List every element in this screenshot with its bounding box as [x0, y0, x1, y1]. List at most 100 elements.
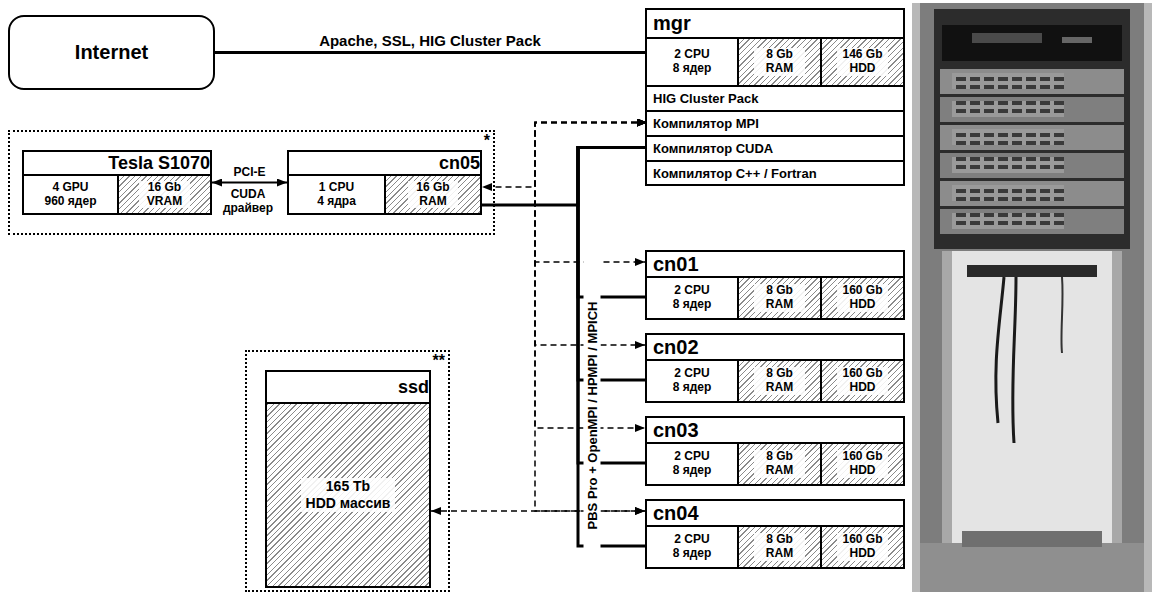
spec-cell: 16 Gb VRAM — [117, 174, 210, 213]
node-title: cn04 — [647, 501, 903, 525]
network-box: Internet — [8, 15, 215, 90]
rack-photo-part — [942, 251, 952, 543]
storage-text: 165 Tb HDD массив — [301, 478, 395, 512]
footnote-mark: * — [10, 132, 493, 149]
spec-text: 160 Gb HDD — [837, 450, 888, 478]
solid-connector — [482, 148, 647, 206]
spec-cell: 160 Gb HDD — [820, 359, 903, 401]
spec-text: 2 CPU 8 ядер — [671, 450, 713, 478]
spec-text: 16 Gb RAM — [408, 181, 459, 209]
dashed-connector — [535, 123, 647, 263]
software-row: Компилятор MPI — [647, 110, 903, 135]
spec-cell: 2 CPU 8 ядер — [647, 359, 737, 401]
bus-label: PBS Pro + OpenMPI / HPMPI / MPICH — [584, 251, 601, 581]
rack-photo-part — [962, 531, 1102, 547]
spec-text: 2 CPU 8 ядер — [671, 284, 713, 312]
rack-photo-part — [1013, 277, 1016, 443]
rack-photo-part — [972, 33, 1042, 43]
rack-photo-part — [952, 129, 1064, 145]
rack-photo-part — [1112, 251, 1122, 543]
dotted-group: ** ssd 165 Tb HDD массив — [245, 350, 450, 592]
spec-text: 4 GPU 960 ядер — [42, 181, 98, 209]
spec-text: 8 Gb RAM — [754, 284, 805, 312]
spec-cell: 160 Gb HDD — [820, 442, 903, 484]
solid-connector — [215, 51, 645, 54]
spec-text: 8 Gb RAM — [754, 48, 805, 76]
rack-photo-part — [952, 213, 1064, 229]
software-label: Компилятор C++ / Fortran — [647, 166, 817, 181]
rack-photo-part — [940, 153, 1124, 178]
storage-body: 165 Tb HDD массив — [267, 404, 429, 586]
compute-node: cn02 2 CPU 8 ядер 8 Gb RAM 160 Gb HDD — [645, 333, 905, 403]
node-title: cn05 — [289, 152, 480, 174]
spec-cell: 8 Gb RAM — [737, 442, 820, 484]
rack-photo-part — [934, 9, 1130, 249]
server-rack-photo — [912, 3, 1152, 592]
server-box: mgr 2 CPU 8 ядер 8 Gb RAM 146 Gb HDD HIG Clu… — [645, 8, 905, 186]
spec-text: 8 Gb RAM — [754, 367, 805, 395]
spec-cell: 2 CPU 8 ядер — [647, 276, 737, 318]
rack-photo-part — [912, 3, 1152, 592]
rack-photo-part — [967, 265, 1097, 277]
rack-photo-part — [942, 25, 1122, 61]
spec-cell: 1 CPU 4 ядра — [289, 174, 384, 213]
compute-node: cn04 2 CPU 8 ядер 8 Gb RAM 160 Gb HDD — [645, 499, 905, 569]
software-row: HIG Cluster Pack — [647, 85, 903, 110]
spec-text: 160 Gb HDD — [837, 533, 888, 561]
node-label: Internet — [75, 41, 148, 64]
connector-label: Apache, SSL, HIG Cluster Pack — [317, 32, 543, 49]
spec-cell: 160 Gb HDD — [820, 525, 903, 567]
solid-connector — [212, 182, 287, 184]
footnote-mark: ** — [247, 352, 448, 369]
spec-text: 1 CPU 4 ядра — [316, 181, 358, 209]
rack-photo-part — [952, 185, 1064, 201]
spec-cell: 4 GPU 960 ядер — [24, 174, 117, 213]
spec-cell: 16 Gb RAM — [384, 174, 480, 213]
spec-cell: 2 CPU 8 ядер — [647, 442, 737, 484]
rack-photo-part — [942, 251, 1122, 543]
spec-text: 2 CPU 8 ядер — [671, 533, 713, 561]
compute-node: cn032 CPU 8 ядер8 Gb RAM160 Gb HDD — [645, 416, 905, 486]
storage-box: ssd 165 Tb HDD массив — [265, 370, 431, 588]
node-title: Tesla S1070 — [24, 152, 210, 174]
spec-text: 2 CPU 8 ядер — [671, 48, 713, 76]
node-title: cn02 — [647, 335, 903, 359]
rack-photo-part — [940, 97, 1124, 122]
rack-photo-part — [952, 157, 1064, 173]
spec-cell: 8 Gb RAM — [737, 359, 820, 401]
node-title: mgr — [647, 10, 903, 37]
software-label: Компилятор CUDA — [647, 141, 773, 156]
spec-cell: 2 CPU 8 ядер — [647, 525, 737, 567]
node-title: cn01 — [647, 252, 903, 276]
rack-photo-part — [920, 543, 1144, 592]
rack-photo-part — [940, 125, 1124, 150]
dashed-connector — [431, 510, 645, 512]
gpu-box: Tesla S1070 4 GPU 960 ядер 16 Gb VRAM — [22, 150, 212, 215]
spec-cell: 160 Gb HDD — [820, 276, 903, 318]
spec-cell: 146 Gb HDD — [820, 37, 903, 85]
software-row: Компилятор C++ / Fortran — [647, 160, 903, 184]
rack-photo-part — [940, 69, 1124, 94]
spec-text: 8 Gb RAM — [754, 533, 805, 561]
spec-text: 8 Gb RAM — [754, 450, 805, 478]
rack-photo-part — [940, 181, 1124, 206]
spec-text: 16 Gb VRAM — [139, 181, 190, 209]
spec-cell: 8 Gb RAM — [737, 276, 820, 318]
spec-text: 2 CPU 8 ядер — [671, 367, 713, 395]
software-label: Компилятор MPI — [647, 116, 759, 131]
compute-node: cn05 1 CPU 4 ядра 16 Gb RAM — [287, 150, 482, 215]
rack-photo-part — [920, 3, 1144, 592]
rack-photo-part — [952, 101, 1064, 117]
rack-photo-part — [1062, 37, 1092, 43]
node-title: ssd — [267, 372, 429, 404]
spec-text: 146 Gb HDD — [837, 48, 888, 76]
software-row: Компилятор CUDA — [647, 135, 903, 160]
rack-photo-part — [996, 277, 1004, 423]
spec-text: 160 Gb HDD — [837, 367, 888, 395]
rack-photo-part — [1061, 277, 1062, 353]
spec-cell: 8 Gb RAM — [737, 525, 820, 567]
spec-text: 160 Gb HDD — [837, 284, 888, 312]
rack-photo-part — [940, 209, 1124, 234]
software-label: HIG Cluster Pack — [647, 91, 759, 106]
